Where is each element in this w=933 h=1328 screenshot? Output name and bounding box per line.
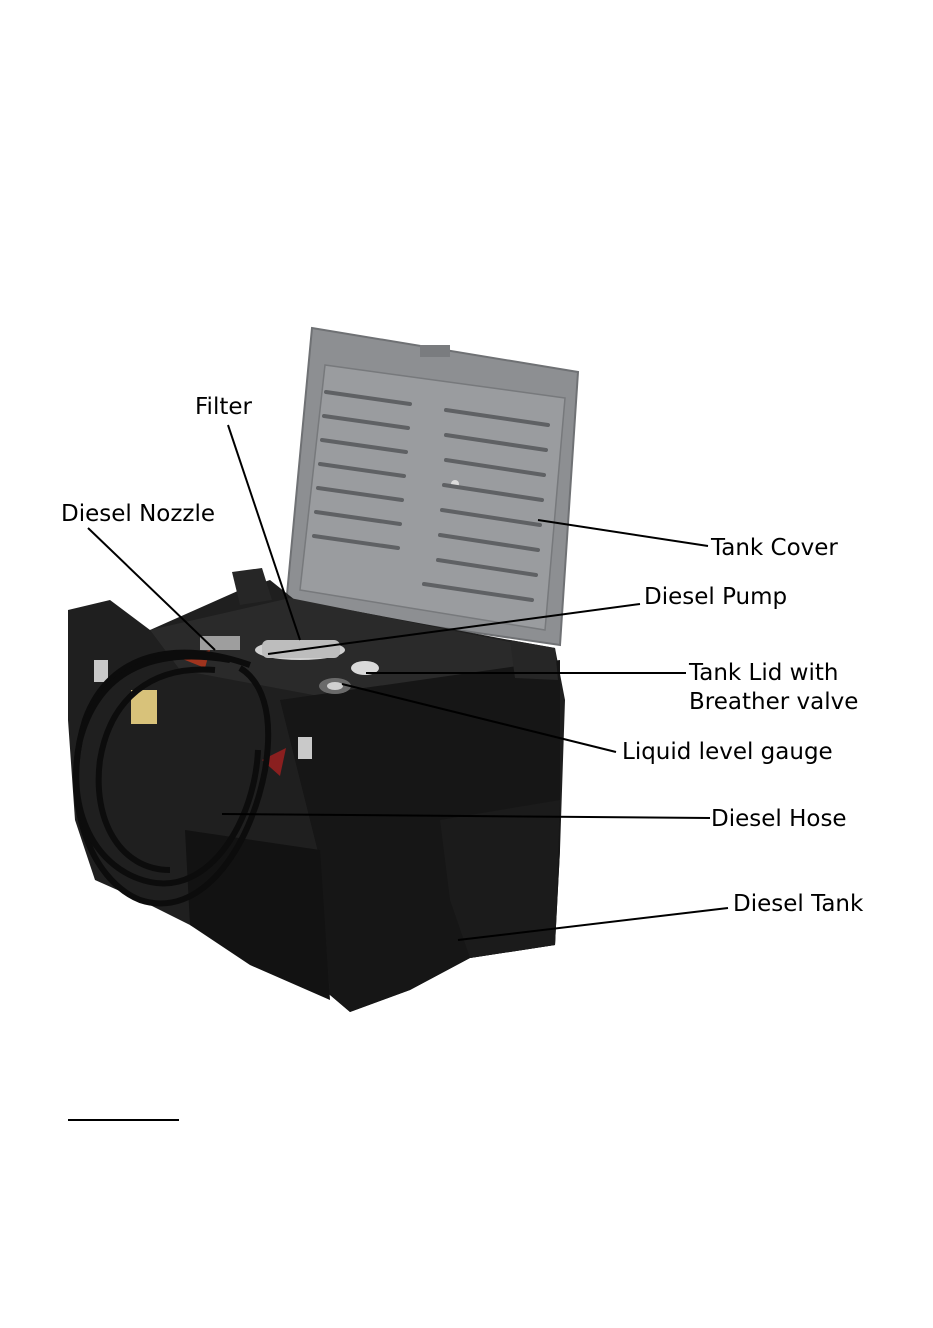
- callout-diesel-nozzle: Diesel Nozzle: [61, 500, 215, 529]
- callout-diesel-pump: Diesel Pump: [644, 583, 787, 612]
- callout-diesel-hose: Diesel Hose: [711, 805, 847, 834]
- callout-diesel-tank: Diesel Tank: [733, 890, 863, 919]
- footnote-rule: [68, 1119, 179, 1121]
- callout-tank-lid-line1: Tank Lid with: [689, 659, 838, 688]
- tank-cover-illustration: [286, 328, 578, 645]
- callout-filter: Filter: [195, 393, 252, 422]
- callout-tank-cover: Tank Cover: [711, 534, 838, 563]
- callout-tank-lid-line2: Breather valve: [689, 688, 858, 717]
- callout-liquid-level-gauge: Liquid level gauge: [622, 738, 833, 767]
